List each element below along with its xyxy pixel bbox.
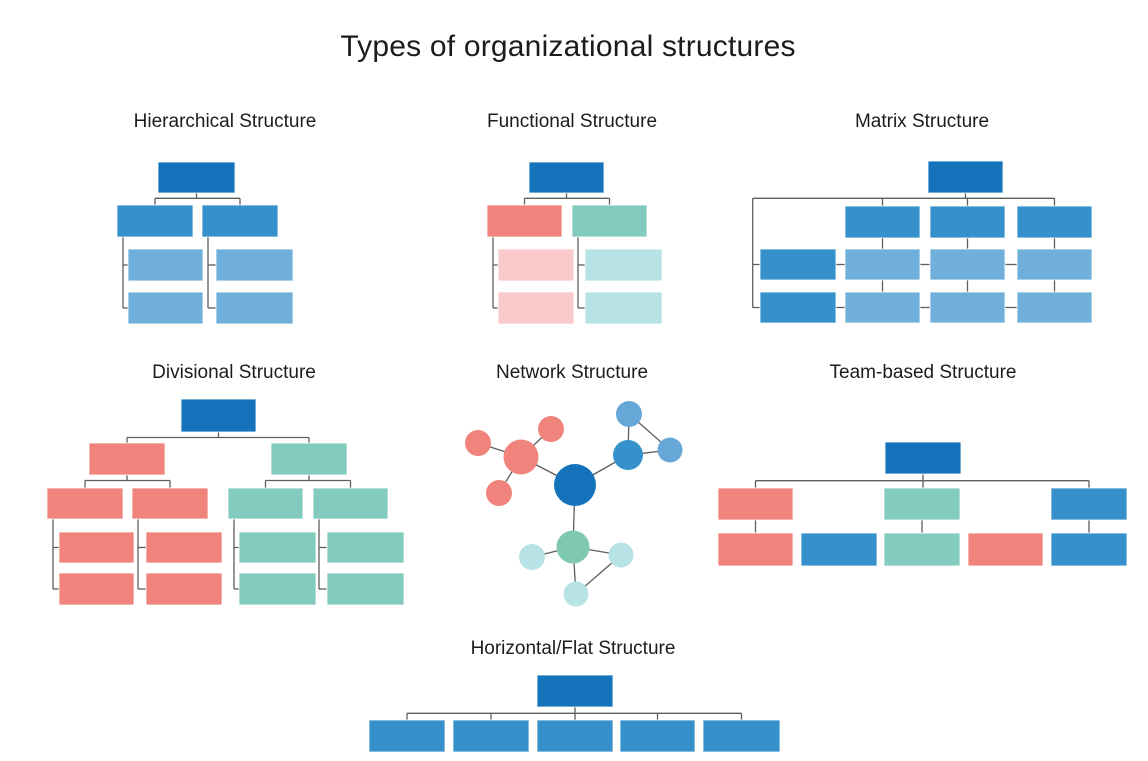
section-title-network: Network Structure: [495, 362, 649, 383]
org-chart-box: [238, 531, 317, 564]
org-chart-box: [571, 204, 648, 238]
section-title-functional: Functional Structure: [486, 111, 658, 132]
section-title-hierarchical: Hierarchical Structure: [133, 111, 317, 132]
org-chart-box: [116, 204, 194, 238]
org-chart-box: [1016, 291, 1093, 324]
network-node: [616, 401, 642, 427]
org-chart-box: [759, 248, 837, 281]
section-title-divisional: Divisional Structure: [152, 362, 316, 383]
org-chart-box: [145, 531, 223, 564]
network-node: [556, 530, 590, 564]
org-chart-box: [884, 441, 962, 475]
org-chart-box: [717, 487, 794, 521]
network-node: [503, 439, 539, 475]
org-chart-box: [157, 161, 236, 194]
org-chart-box: [927, 160, 1004, 194]
org-chart-box: [88, 442, 166, 476]
org-chart-box: [497, 291, 575, 325]
org-chart-box: [967, 532, 1044, 567]
org-chart-box: [497, 248, 575, 282]
network-node: [613, 440, 643, 470]
org-chart-box: [227, 487, 304, 520]
org-chart-box: [528, 161, 605, 194]
org-chart-box: [844, 248, 921, 281]
org-chart-box: [1050, 532, 1128, 567]
org-chart-box: [127, 248, 204, 282]
org-chart-box: [326, 572, 405, 606]
org-chart-box: [844, 205, 921, 239]
org-chart-box: [800, 532, 878, 567]
section-title-team: Team-based Structure: [829, 362, 1017, 383]
org-chart-box: [46, 487, 124, 520]
org-chart-box: [929, 291, 1006, 324]
org-chart-box: [584, 248, 663, 282]
org-chart-box: [1016, 248, 1093, 281]
network-node: [657, 437, 683, 463]
org-chart-box: [717, 532, 794, 567]
network-node: [486, 480, 512, 506]
org-chart-box: [844, 291, 921, 324]
org-chart-box: [584, 291, 663, 325]
org-chart-box: [180, 398, 257, 433]
org-chart-box: [238, 572, 317, 606]
org-chart-box: [368, 719, 446, 753]
org-chart-box: [929, 205, 1006, 239]
org-chart-box: [215, 248, 294, 282]
page-title: Types of organizational structures: [340, 30, 796, 63]
org-chart-box: [215, 291, 294, 325]
org-chart-box: [619, 719, 696, 753]
org-chart-box: [452, 719, 530, 753]
org-chart-box: [536, 674, 614, 708]
network-node: [538, 416, 564, 442]
org-chart-box: [58, 572, 135, 606]
network-node: [519, 544, 545, 570]
org-chart-box: [201, 204, 279, 238]
org-chart-box: [127, 291, 204, 325]
network-node: [608, 542, 634, 568]
org-chart-box: [58, 531, 135, 564]
section-title-flat: Horizontal/Flat Structure: [470, 638, 676, 659]
org-chart-box: [929, 248, 1006, 281]
org-chart-box: [883, 532, 961, 567]
org-chart-box: [1050, 487, 1128, 521]
section-title-matrix: Matrix Structure: [854, 111, 990, 132]
network-node: [554, 464, 596, 506]
org-chart-box: [1016, 205, 1093, 239]
network-node: [465, 430, 491, 456]
org-chart-box: [145, 572, 223, 606]
org-chart-box: [759, 291, 837, 324]
org-chart-box: [270, 442, 348, 476]
org-chart-box: [312, 487, 389, 520]
org-chart-box: [702, 719, 781, 753]
org-chart-box: [486, 204, 563, 238]
org-chart-box: [536, 719, 614, 753]
org-chart-box: [883, 487, 961, 521]
org-chart-box: [131, 487, 209, 520]
network-node: [563, 581, 589, 607]
org-chart-box: [326, 531, 405, 564]
